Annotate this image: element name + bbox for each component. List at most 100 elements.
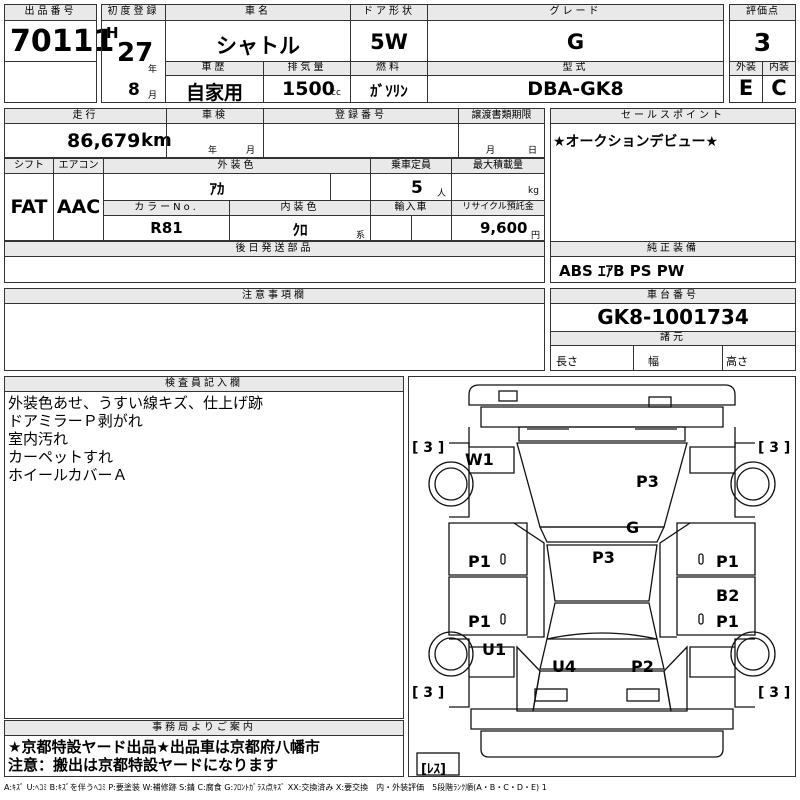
shift-label: シフト — [4, 158, 54, 174]
mark-p3-roof: P3 — [592, 548, 615, 567]
chassis-number: GK8-1001734 — [597, 305, 749, 329]
mark-p1-left-front: P1 — [468, 552, 491, 571]
equipment-label: 純正装備 — [550, 241, 796, 257]
inspector-label: 検査員記入欄 — [4, 376, 404, 392]
height-cell — [722, 345, 796, 371]
mark-p2: P2 — [631, 657, 654, 676]
notes-cell — [4, 303, 545, 371]
import-label: 輸入車 — [370, 200, 452, 216]
grade: G — [566, 30, 585, 54]
model-label: 型式 — [427, 61, 724, 76]
mark-b2: B2 — [716, 586, 740, 605]
transfer-day-unit: 日 — [528, 146, 538, 156]
car-name-label: 車名 — [165, 4, 351, 21]
office-line: 注意：搬出は京都特設ヤードになります — [8, 756, 279, 774]
recycle-label: リサイクル預託金 — [451, 200, 545, 216]
dimensions-label: 諸元 — [550, 331, 796, 346]
legend: A:ｷｽﾞ U:ﾍｺﾐ B:ｷｽﾞを伴うﾍｺﾐ P:要塗装 W:補修跡 S:錆 … — [4, 783, 547, 792]
door-label: ドア形状 — [350, 4, 428, 21]
color-extra-cell — [330, 173, 371, 201]
reg-no-cell — [263, 123, 459, 158]
office-notice: ★京都特設ヤード出品★出品車は京都府八幡市 注意：搬出は京都特設ヤードになります — [8, 738, 320, 774]
office-label: 事務局よりご案内 — [4, 720, 404, 736]
notes-label: 注意事項欄 — [4, 288, 545, 304]
tire-rl: [ 3 ] — [412, 685, 445, 701]
ext-grade-label: 外装 — [729, 61, 763, 76]
int-grade: C — [771, 76, 787, 100]
mileage-unit: km — [141, 130, 172, 151]
chassis-label: 車台番号 — [550, 288, 796, 304]
year-unit: 年 — [148, 65, 158, 75]
score-label: 評価点 — [729, 4, 796, 21]
int-grade-cell — [762, 75, 796, 103]
recycle-cell — [451, 215, 545, 241]
reg-year: 27 — [117, 38, 154, 68]
aircon-label: エアコン — [53, 158, 104, 174]
displacement-label: 排気量 — [263, 61, 351, 76]
width-cell — [633, 345, 723, 371]
remark-line: 外装色あせ、うすい線キズ、仕上げ跡 — [8, 394, 264, 412]
remark-line: ホイールカバーＡ — [8, 466, 128, 484]
transfer-cell — [458, 123, 545, 158]
lot-number: 70111 — [10, 24, 115, 59]
height-label: 高さ — [726, 355, 748, 368]
color-no-label: カラーNo. — [103, 200, 230, 216]
reg-no-label: 登録番号 — [263, 108, 459, 124]
inspection-year-unit: 年 — [208, 146, 218, 156]
mark-p1-left-rear: P1 — [468, 612, 491, 631]
inspector-remarks: 外装色あせ、うすい線キズ、仕上げ跡 ドアミラーＰ剥がれ 室内汚れ カーペットすれ… — [8, 394, 263, 484]
tire-fl: [ 3 ] — [412, 440, 445, 456]
color-no: R81 — [150, 219, 183, 237]
equipment-cell — [550, 256, 796, 283]
lot-blank-cell — [4, 61, 97, 103]
later-parts-cell — [4, 256, 545, 283]
sales-point: ★オークションデビュー★ — [553, 134, 719, 150]
tire-rr: [ 3 ] — [758, 685, 791, 701]
aircon: AAC — [56, 196, 101, 218]
interior-color: ｸﾛ — [292, 221, 308, 239]
grade-label: グレード — [427, 4, 724, 21]
mark-p1-right-rear: P1 — [716, 612, 739, 631]
door-shape: 5W — [370, 30, 408, 54]
fuel-label: 燃料 — [350, 61, 428, 76]
inspection-month-unit: 月 — [246, 146, 256, 156]
max-load-label: 最大積載量 — [451, 158, 545, 174]
mark-w1: W1 — [465, 450, 494, 469]
recycle-fee: 9,600 — [480, 219, 528, 237]
mark-g: G — [626, 518, 640, 537]
remark-line: カーペットすれ — [8, 448, 114, 466]
displacement-unit: cc — [331, 88, 341, 98]
capacity-unit: 人 — [437, 189, 447, 199]
office-cell — [4, 735, 404, 777]
transfer-label: 譲渡書類期限 — [458, 108, 545, 124]
later-parts-label: 後日発送部品 — [4, 241, 545, 257]
transfer-month-unit: 月 — [486, 146, 496, 156]
color-label: 外装色 — [103, 158, 371, 174]
fuel: ｶﾞｿﾘﾝ — [370, 82, 408, 100]
score: 3 — [753, 28, 772, 57]
model-cell — [427, 75, 724, 103]
capacity-label: 乗車定員 — [370, 158, 452, 174]
inspection-label: 車検 — [166, 108, 264, 124]
mark-u1: U1 — [482, 640, 507, 659]
length-label: 長さ — [556, 355, 578, 368]
mileage: 86,679 — [67, 130, 141, 152]
inspector-cell — [4, 391, 404, 719]
shift: FAT — [10, 196, 48, 218]
spare-tire: [ﾚｽ] — [421, 762, 446, 777]
first-reg-label: 初度登録 — [101, 4, 166, 21]
exterior-color: ｱｶ — [209, 180, 225, 198]
month-unit: 月 — [148, 91, 158, 101]
max-load-unit: kg — [528, 186, 539, 196]
era: H — [106, 24, 119, 42]
tire-fr: [ 3 ] — [758, 440, 791, 456]
interior-color-unit: 系 — [356, 231, 366, 241]
history-label: 車歴 — [165, 61, 264, 76]
car-diagram-frame — [408, 376, 796, 777]
import-cell-b — [411, 215, 452, 241]
model-code: DBA-GK8 — [527, 78, 624, 100]
interior-color-label: 内装色 — [229, 200, 371, 216]
car-diagram — [416, 384, 776, 776]
mark-p1-right-front: P1 — [716, 552, 739, 571]
equipment: ABS ｴｱB PS PW — [559, 262, 685, 280]
